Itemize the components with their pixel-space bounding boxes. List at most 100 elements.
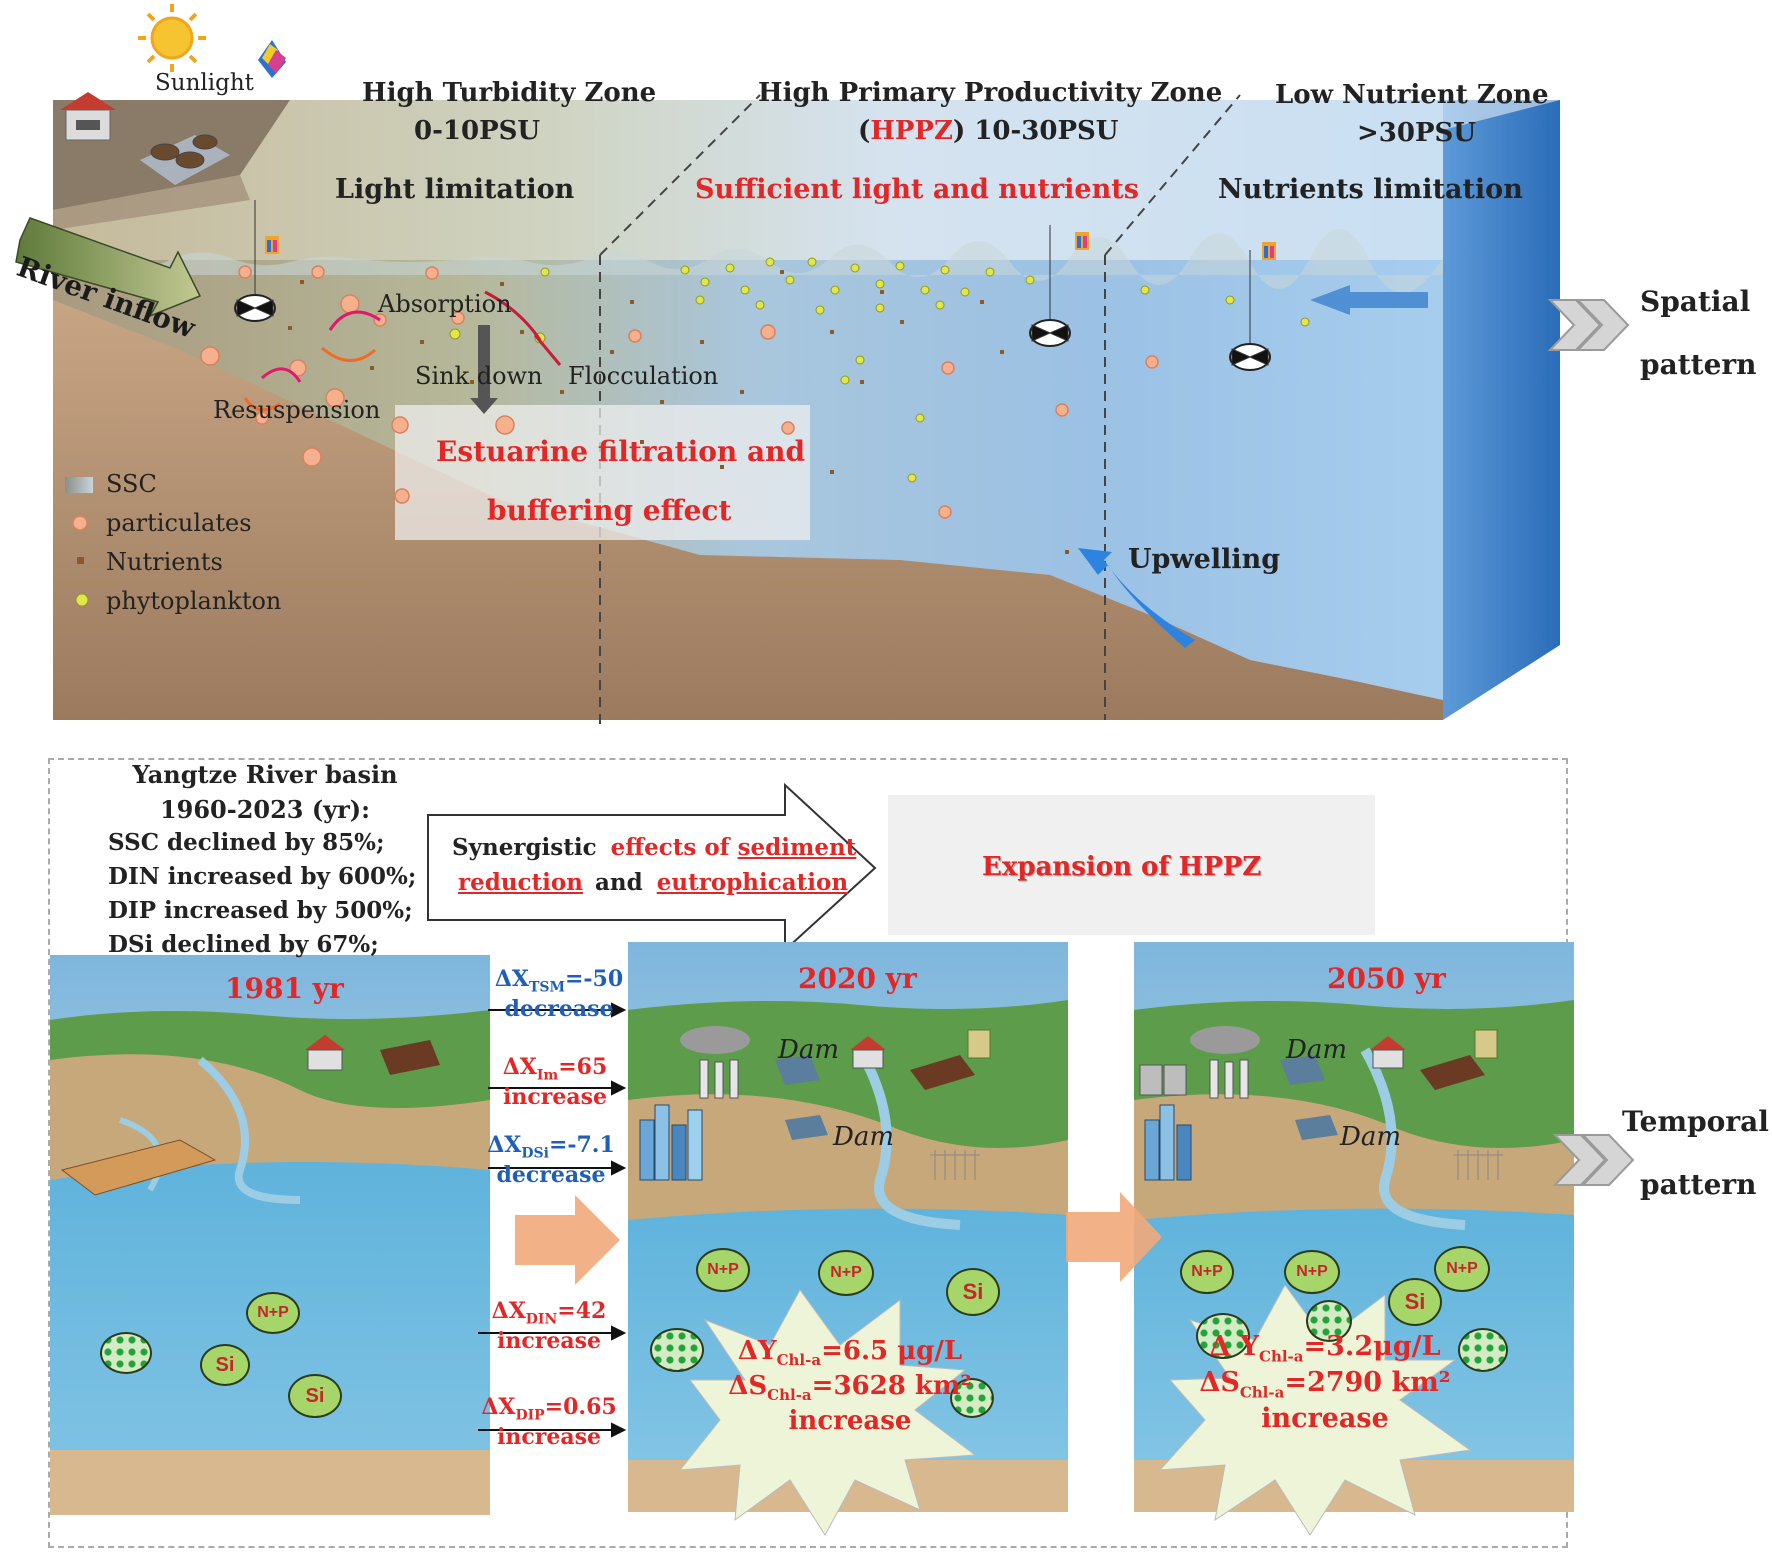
zone3-salinity: >30PSU: [1357, 118, 1476, 148]
synergy-arrow: [427, 782, 877, 953]
temporal-label-2: pattern: [1640, 1168, 1757, 1201]
legend-ssc-swatch: [65, 477, 93, 493]
year-2050: 2050 yr: [1327, 962, 1446, 995]
light-marker-icons: [265, 232, 1276, 260]
expansion-box: [888, 795, 1375, 935]
synergy-reduction: reduction: [458, 869, 583, 896]
resuspension-label: Resuspension: [213, 396, 381, 424]
zone3-condition: Nutrients limitation: [1218, 174, 1523, 205]
delta-im: ΔXIm=65 increase: [502, 1054, 608, 1111]
sink-down-label: Sink down: [415, 362, 543, 390]
spatial-diagram: [15, 4, 1630, 730]
np-bubble-2020-b: N+P: [818, 1250, 874, 1296]
legend-nutrient-swatch: [77, 557, 84, 564]
house-icon: [60, 92, 116, 141]
np-bubble-1981: N+P: [246, 1292, 300, 1334]
np-bubble-2020-a: N+P: [696, 1248, 750, 1292]
delta-dsi: ΔXDSi=-7.1 decrease: [487, 1132, 615, 1189]
nutrients: [288, 270, 1069, 554]
change-dsi: DSi declined by 67%;: [108, 931, 379, 958]
time-arrow-1: [515, 1195, 620, 1285]
expansion-label: Expansion of HPPZ: [982, 852, 1262, 882]
flocculation-label: Flocculation: [568, 362, 719, 390]
delta-tsm: ΔXTSM=-50 decrease: [494, 966, 624, 1023]
secchi-disk-2: [1029, 225, 1071, 347]
filtration-label-2: buffering effect: [487, 494, 732, 527]
dam-2020-a: Dam: [778, 1035, 840, 1065]
dam-2050-a: Dam: [1286, 1035, 1348, 1065]
burst-2020-text: ΔYChl-a=6.5 μg/L ΔSChl-a=3628 km² increa…: [728, 1336, 972, 1436]
zone3-title: Low Nutrient Zone: [1275, 80, 1549, 110]
upwelling-label: Upwelling: [1128, 544, 1281, 575]
synergy-sediment: sediment: [737, 834, 857, 861]
basin-title-2: 1960-2023 (yr):: [159, 795, 371, 824]
secchi-disk-1: [234, 200, 276, 322]
time-arrow-2: [1066, 1192, 1162, 1282]
burst-2050-text: Δ YChl-a=3.2μg/L ΔSChl-a=2790 km² increa…: [1199, 1331, 1451, 1435]
synergy-prefix: Synergistic: [452, 834, 597, 861]
phyto-cell-2050-c: [1458, 1328, 1508, 1372]
inflow-arrow-right: [1310, 285, 1428, 315]
legend-phytoplankton-swatch: [75, 593, 89, 607]
secchi-disk-3: [1229, 250, 1271, 371]
phyto-cell-2050-a: [1196, 1313, 1250, 1359]
particulates: [200, 265, 1159, 519]
legend-ssc: SSC: [106, 470, 157, 498]
hppz-abbr: HPPZ: [870, 116, 953, 146]
factory-icon: [140, 134, 230, 185]
absorption-label: Absorption: [378, 290, 512, 318]
si-bubble-2050: Si: [1388, 1278, 1442, 1326]
spatial-label-1: Spatial: [1640, 285, 1751, 318]
spatial-label-2: pattern: [1640, 348, 1757, 381]
phyto-cell-2020-b: [950, 1378, 994, 1418]
synergy-and: and: [595, 869, 643, 896]
zone2-title: High Primary Productivity Zone: [758, 78, 1223, 108]
delta-din: ΔXDIN=42 increase: [491, 1298, 607, 1355]
temporal-label-1: Temporal: [1622, 1105, 1769, 1138]
np-bubble-2050-b: N+P: [1284, 1250, 1340, 1294]
np-bubble-2050-c: N+P: [1434, 1246, 1490, 1292]
scene-1981: [50, 955, 490, 1515]
sun-icon: [138, 4, 206, 72]
dam-2020-b: Dam: [833, 1122, 895, 1152]
temporal-diagram: [50, 782, 1635, 1536]
legend-particulate-swatch: [72, 515, 88, 531]
starburst-2020: [678, 1289, 977, 1536]
dam-2050-b: Dam: [1340, 1122, 1402, 1152]
zone2-condition: Sufficient light and nutrients: [695, 174, 1139, 205]
np-bubble-2050-a: N+P: [1180, 1250, 1234, 1294]
change-ssc: SSC declined by 85%;: [108, 829, 385, 856]
year-2020: 2020 yr: [798, 962, 917, 995]
si-bubble-2020: Si: [946, 1268, 1000, 1316]
phyto-cell-2050-b: [1306, 1300, 1352, 1342]
filtration-label-1: Estuarine filtration and: [436, 435, 806, 468]
change-dip: DIP increased by 500%;: [108, 897, 413, 924]
spatial-chevron-icon: [1547, 299, 1630, 351]
delta-arrows: [478, 1002, 627, 1438]
river-inflow-arrow: [15, 217, 202, 318]
sunlight-label: Sunlight: [155, 70, 254, 96]
upwelling-arrow: [1078, 548, 1195, 648]
zone1-title: High Turbidity Zone: [362, 78, 657, 108]
phytoplankton: [449, 257, 1310, 483]
synergy-line-1: Synergistic effects of sediment: [452, 834, 856, 861]
delta-dip: ΔXDIP=0.65 increase: [481, 1394, 617, 1451]
synergy-line-2: reduction and eutrophication: [458, 869, 848, 896]
phyto-cell-2020-a: [650, 1328, 704, 1372]
legend-phytoplankton: phytoplankton: [106, 587, 282, 615]
process-arrows: [243, 290, 562, 412]
basin-title-1: Yangtze River basin: [132, 760, 398, 789]
si-bubble-1981-b: Si: [288, 1374, 342, 1418]
legend-nutrients: Nutrients: [106, 548, 223, 576]
year-1981: 1981 yr: [225, 972, 344, 1005]
legend-particulates: particulates: [106, 509, 252, 537]
rainbow-icon: [258, 40, 286, 78]
zone1-salinity: 0-10PSU: [414, 116, 541, 146]
phyto-cell-1981: [100, 1332, 152, 1374]
si-bubble-1981-a: Si: [200, 1344, 250, 1386]
sink-down-arrow: [470, 325, 498, 414]
zone1-condition: Light limitation: [335, 174, 575, 205]
temporal-chevron-icon: [1552, 1134, 1635, 1186]
change-din: DIN increased by 600%;: [108, 863, 417, 890]
zone2-subtitle: (HPPZ) 10-30PSU: [858, 116, 1119, 146]
